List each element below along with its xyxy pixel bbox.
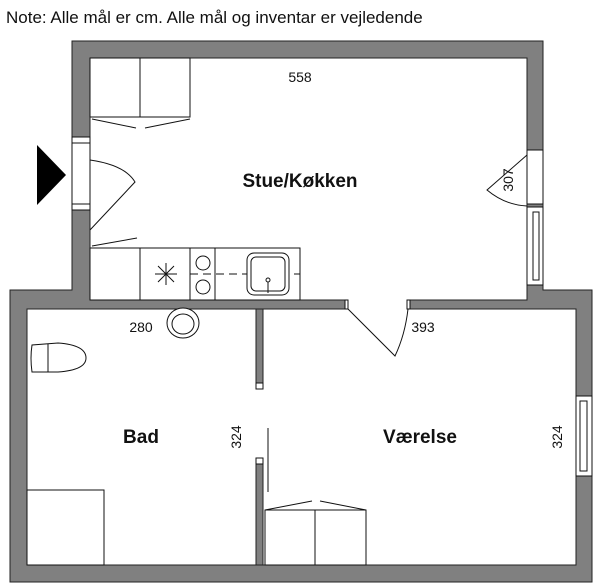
shower (26, 489, 105, 566)
hob-icon (195, 279, 211, 295)
bathroom-sliding-door (255, 382, 269, 492)
floorplan-note: Note: Alle mål er cm. Alle mål og invent… (6, 8, 423, 27)
entrance-arrow-icon (37, 145, 66, 205)
living-width-label: 558 (288, 69, 312, 85)
window-bedroom (575, 395, 593, 477)
sink-icon (246, 252, 290, 296)
window-living (526, 206, 544, 286)
room-label-bath: Bad (123, 427, 159, 448)
fan-icon (155, 263, 177, 285)
bedroom-depth-label: 324 (549, 425, 565, 449)
room-label-bedroom: Værelse (383, 427, 457, 448)
toilet-icon (30, 342, 87, 373)
upper-cabinets (89, 57, 191, 129)
room-label-living: Stue/Køkken (242, 171, 357, 192)
bedroom-width-label: 393 (411, 319, 435, 335)
living-depth-label: 307 (500, 168, 516, 192)
bath-depth-label: 324 (228, 425, 244, 449)
entrance-door (71, 136, 136, 231)
kitchen-counter (89, 237, 301, 301)
wardrobe (264, 500, 367, 566)
balcony-door (486, 149, 544, 207)
bath-width-label: 280 (129, 319, 153, 335)
bedroom-door (344, 299, 411, 357)
hob-icon (195, 255, 211, 271)
